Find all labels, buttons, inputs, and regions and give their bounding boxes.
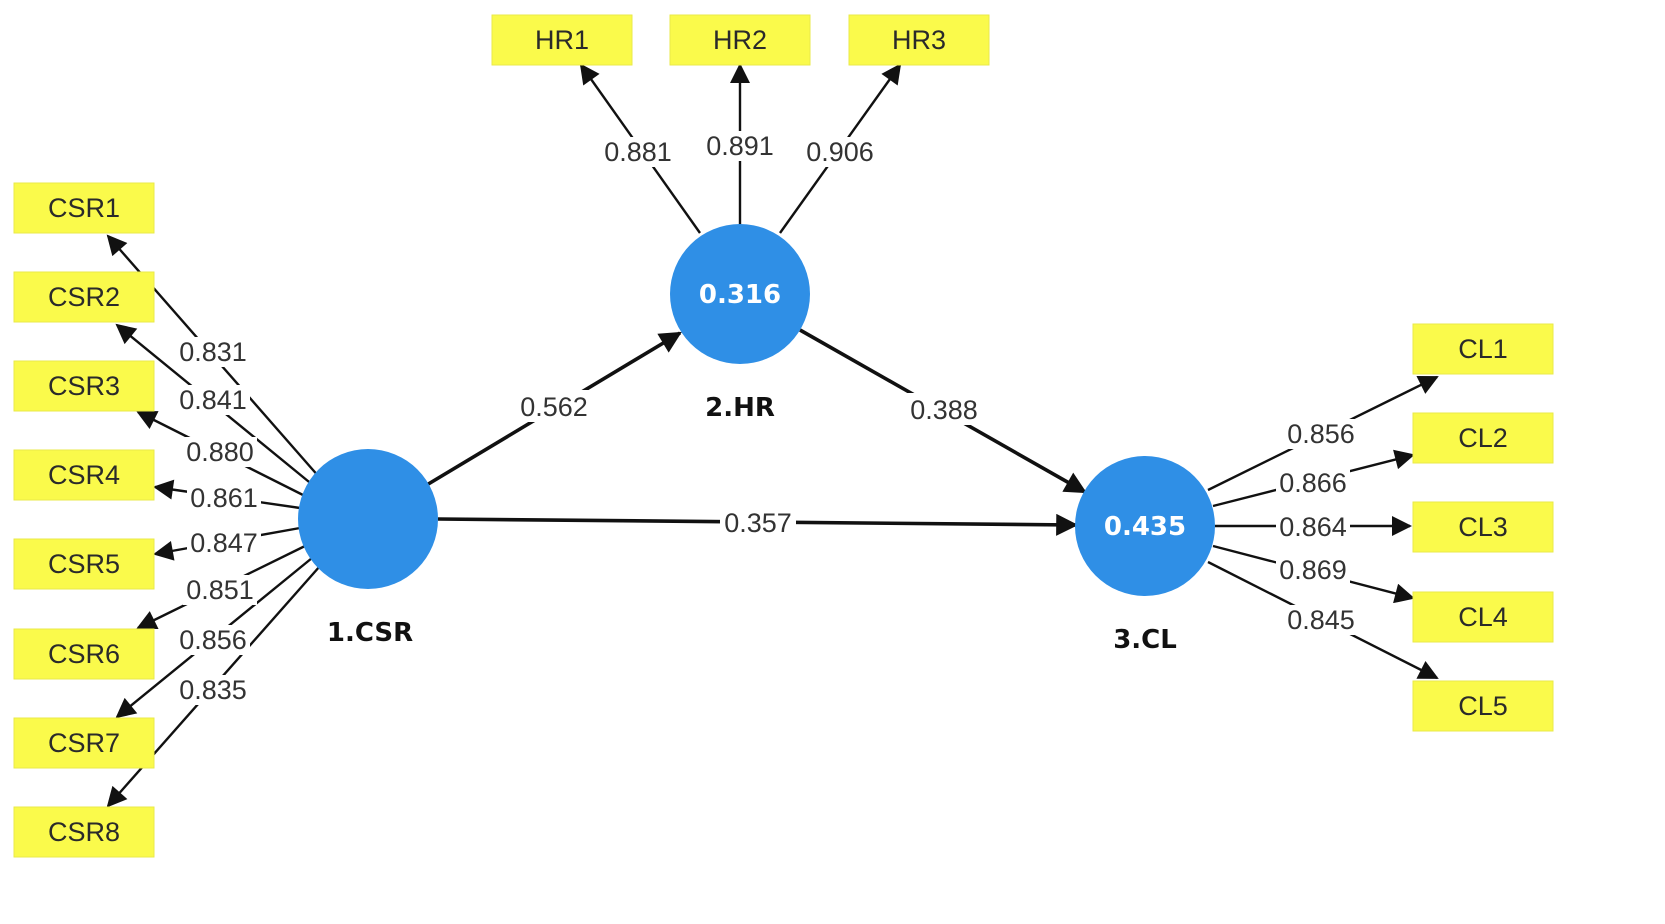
loading-value-csr4: 0.861 bbox=[190, 483, 258, 513]
indicator-csr6[interactable]: CSR6 bbox=[13, 628, 155, 680]
construct-csr-circle[interactable] bbox=[298, 449, 438, 589]
construct-hr-label: 2.HR bbox=[705, 393, 775, 423]
path-coefficient-csr-cl: 0.357 bbox=[724, 508, 792, 538]
indicator-cl1[interactable]: CL1 bbox=[1412, 323, 1554, 375]
indicator-csr1[interactable]: CSR1 bbox=[13, 182, 155, 234]
loading-value-csr2: 0.841 bbox=[179, 385, 247, 415]
loading-value-csr6: 0.851 bbox=[186, 575, 254, 605]
loading-value-csr5: 0.847 bbox=[190, 528, 258, 558]
loading-value-csr7: 0.856 bbox=[179, 625, 247, 655]
loading-value-hr3: 0.906 bbox=[806, 137, 874, 167]
indicator-cl2-label: CL2 bbox=[1458, 423, 1508, 453]
loading-value-cl2: 0.866 bbox=[1279, 468, 1347, 498]
construct-cl-r2: 0.435 bbox=[1104, 512, 1186, 542]
indicator-cl5-label: CL5 bbox=[1458, 691, 1508, 721]
indicator-csr1-label: CSR1 bbox=[48, 193, 120, 223]
indicator-csr8-label: CSR8 bbox=[48, 817, 120, 847]
indicator-cl4-label: CL4 bbox=[1458, 602, 1508, 632]
loading-value-csr3: 0.880 bbox=[186, 437, 254, 467]
loading-value-hr1: 0.881 bbox=[604, 137, 672, 167]
indicator-csr2[interactable]: CSR2 bbox=[13, 271, 155, 323]
construct-hr-r2: 0.316 bbox=[699, 280, 781, 310]
path-coefficient-hr-cl: 0.388 bbox=[910, 395, 978, 425]
loading-value-csr1: 0.831 bbox=[179, 337, 247, 367]
loading-value-cl5: 0.845 bbox=[1287, 605, 1355, 635]
loading-value-cl1: 0.856 bbox=[1287, 419, 1355, 449]
indicator-csr3-label: CSR3 bbox=[48, 371, 120, 401]
loading-value-cl3: 0.864 bbox=[1279, 512, 1347, 542]
indicator-csr4[interactable]: CSR4 bbox=[13, 449, 155, 501]
indicator-csr5-label: CSR5 bbox=[48, 549, 120, 579]
construct-cl-circle[interactable] bbox=[1075, 456, 1215, 596]
indicator-csr7-label: CSR7 bbox=[48, 728, 120, 758]
indicator-csr4-label: CSR4 bbox=[48, 460, 120, 490]
indicator-csr5[interactable]: CSR5 bbox=[13, 538, 155, 590]
indicator-hr1-label: HR1 bbox=[535, 25, 589, 55]
indicator-csr6-label: CSR6 bbox=[48, 639, 120, 669]
indicator-cl1-label: CL1 bbox=[1458, 334, 1508, 364]
indicator-hr1[interactable]: HR1 bbox=[491, 14, 633, 66]
loading-value-csr8: 0.835 bbox=[179, 675, 247, 705]
indicator-csr7[interactable]: CSR7 bbox=[13, 717, 155, 769]
indicator-csr3[interactable]: CSR3 bbox=[13, 360, 155, 412]
loading-value-hr2: 0.891 bbox=[706, 131, 774, 161]
indicator-cl3[interactable]: CL3 bbox=[1412, 501, 1554, 553]
indicator-hr2-label: HR2 bbox=[713, 25, 767, 55]
construct-csr-label: 1.CSR bbox=[327, 618, 413, 648]
indicator-cl2[interactable]: CL2 bbox=[1412, 412, 1554, 464]
loading-value-cl4: 0.869 bbox=[1279, 555, 1347, 585]
construct-cl-label: 3.CL bbox=[1113, 625, 1177, 655]
indicator-csr8[interactable]: CSR8 bbox=[13, 806, 155, 858]
indicator-cl3-label: CL3 bbox=[1458, 512, 1508, 542]
path-coefficient-csr-hr: 0.562 bbox=[520, 392, 588, 422]
indicator-cl5[interactable]: CL5 bbox=[1412, 680, 1554, 732]
indicator-csr2-label: CSR2 bbox=[48, 282, 120, 312]
construct-hr-circle[interactable] bbox=[670, 224, 810, 364]
indicator-hr2[interactable]: HR2 bbox=[669, 14, 811, 66]
indicator-hr3-label: HR3 bbox=[892, 25, 946, 55]
indicator-cl4[interactable]: CL4 bbox=[1412, 591, 1554, 643]
indicator-hr3[interactable]: HR3 bbox=[848, 14, 990, 66]
